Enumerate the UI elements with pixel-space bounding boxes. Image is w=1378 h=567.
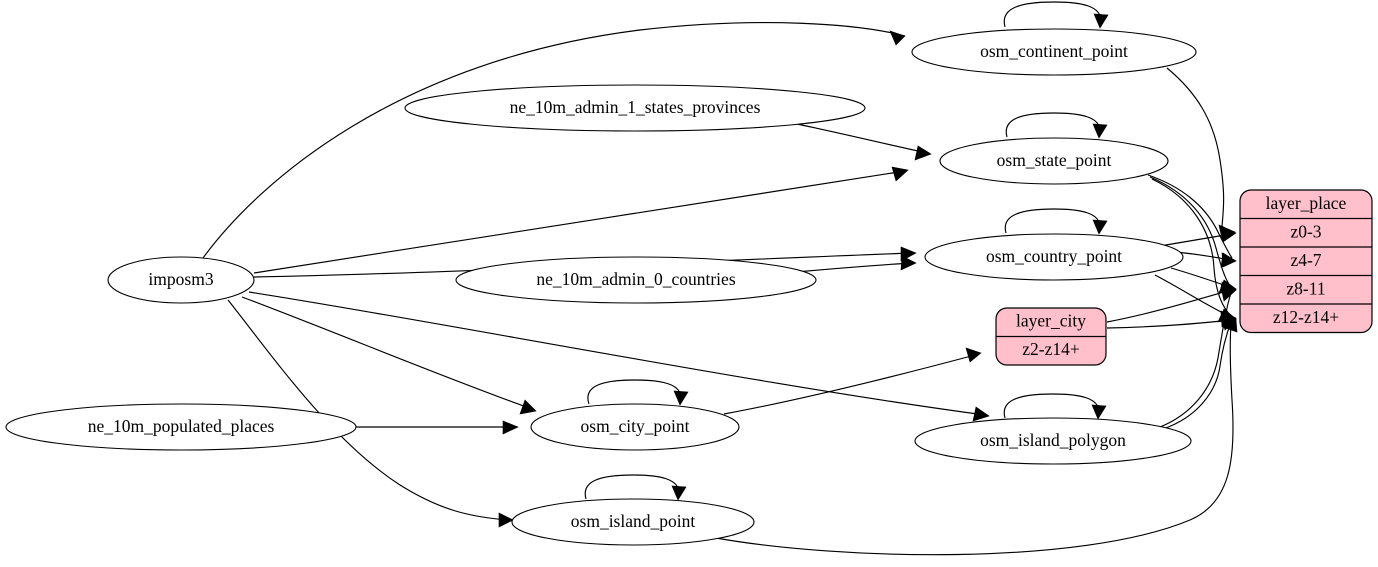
node-imposm3[interactable]: imposm3: [107, 256, 255, 304]
record-row-layer-place-z12-z14[interactable]: z12-z14+: [1273, 307, 1339, 327]
edge-imposm3-to-osm-island-polygon: [248, 291, 990, 422]
node-osm-state-point[interactable]: osm_state_point: [939, 137, 1169, 185]
self-loop-osm-island-polygon: [1003, 393, 1107, 420]
node-label-imposm3: imposm3: [148, 269, 213, 289]
node-label-osm-island-polygon: osm_island_polygon: [980, 430, 1126, 450]
edge-ne-populated-to-osm-city-point: [356, 420, 519, 435]
edge-osm-country-point-to-layer-place-z0-3: [1159, 227, 1237, 247]
node-label-osm-continent-point: osm_continent_point: [980, 41, 1128, 61]
edge-layer-city-to-layer-place-z8-11: [1106, 283, 1237, 323]
record-row-layer-place-z4-7[interactable]: z4-7: [1290, 250, 1321, 270]
edge-imposm3-to-osm-city-point: [241, 296, 537, 415]
edge-osm-city-point-to-layer-city: [723, 347, 982, 415]
node-label-ne-states: ne_10m_admin_1_states_provinces: [510, 97, 761, 117]
node-osm-country-point[interactable]: osm_country_point: [924, 233, 1184, 281]
edge-layer: [202, 1, 1238, 556]
node-label-osm-country-point: osm_country_point: [986, 246, 1122, 266]
edge-osm-continent-point-to-layer-place-z0-3: [1166, 67, 1236, 240]
edge-osm-island-polygon-to-layer-place-z12: [1162, 315, 1237, 430]
edge-osm-island-point-to-layer-place-z12: [715, 318, 1238, 556]
self-loop-osm-country-point: [1004, 208, 1108, 235]
node-ne-10m-admin-1-states-provinces[interactable]: ne_10m_admin_1_states_provinces: [404, 84, 866, 132]
edge-imposm3-to-osm-island-point: [227, 299, 514, 528]
node-ne-10m-admin-0-countries[interactable]: ne_10m_admin_0_countries: [455, 256, 817, 304]
record-node-layer-city[interactable]: layer_city z2-z14+: [995, 307, 1107, 366]
node-osm-continent-point[interactable]: osm_continent_point: [911, 28, 1197, 76]
edge-layer-city-to-layer-place-z12: [1106, 312, 1237, 329]
self-loop-osm-city-point: [587, 379, 689, 406]
edge-imposm3-to-osm-continent-point: [202, 22, 906, 259]
edge-imposm3-to-osm-state-point: [253, 166, 909, 274]
record-row-layer-place-z0-3[interactable]: z0-3: [1290, 222, 1321, 242]
node-label-osm-city-point: osm_city_point: [581, 416, 690, 436]
edge-ne-countries-to-osm-country-point: [795, 255, 917, 273]
node-osm-island-point[interactable]: osm_island_point: [511, 498, 755, 546]
node-label-ne-populated: ne_10m_populated_places: [88, 416, 275, 436]
record-node-layer-place[interactable]: layer_place z0-3 z4-7 z8-11 z12-z14+: [1239, 189, 1373, 334]
record-row-layer-city-z2-z14[interactable]: z2-z14+: [1022, 339, 1080, 359]
node-label-osm-state-point: osm_state_point: [997, 150, 1112, 170]
edge-osm-island-polygon-to-layer-place-z8-11: [1159, 286, 1237, 428]
self-loop-osm-island-point: [584, 474, 687, 501]
record-row-layer-place-title: layer_place: [1266, 193, 1347, 213]
self-loop-osm-continent-point: [1003, 1, 1109, 29]
node-label-osm-island-point: osm_island_point: [571, 511, 696, 531]
record-row-layer-place-z8-11[interactable]: z8-11: [1286, 279, 1325, 299]
record-row-layer-city-title: layer_city: [1016, 311, 1086, 331]
node-layer: imposm3 ne_10m_admin_1_states_provinces …: [5, 28, 1197, 546]
node-ne-10m-populated-places[interactable]: ne_10m_populated_places: [5, 403, 357, 451]
node-osm-island-polygon[interactable]: osm_island_polygon: [914, 417, 1192, 465]
edge-ne-states-to-osm-state-point: [796, 123, 932, 161]
self-loop-osm-state-point: [1005, 112, 1108, 139]
edge-osm-country-point-to-layer-place-z4-7: [1175, 251, 1237, 268]
node-osm-city-point[interactable]: osm_city_point: [530, 403, 740, 451]
node-label-ne-countries: ne_10m_admin_0_countries: [536, 269, 735, 289]
